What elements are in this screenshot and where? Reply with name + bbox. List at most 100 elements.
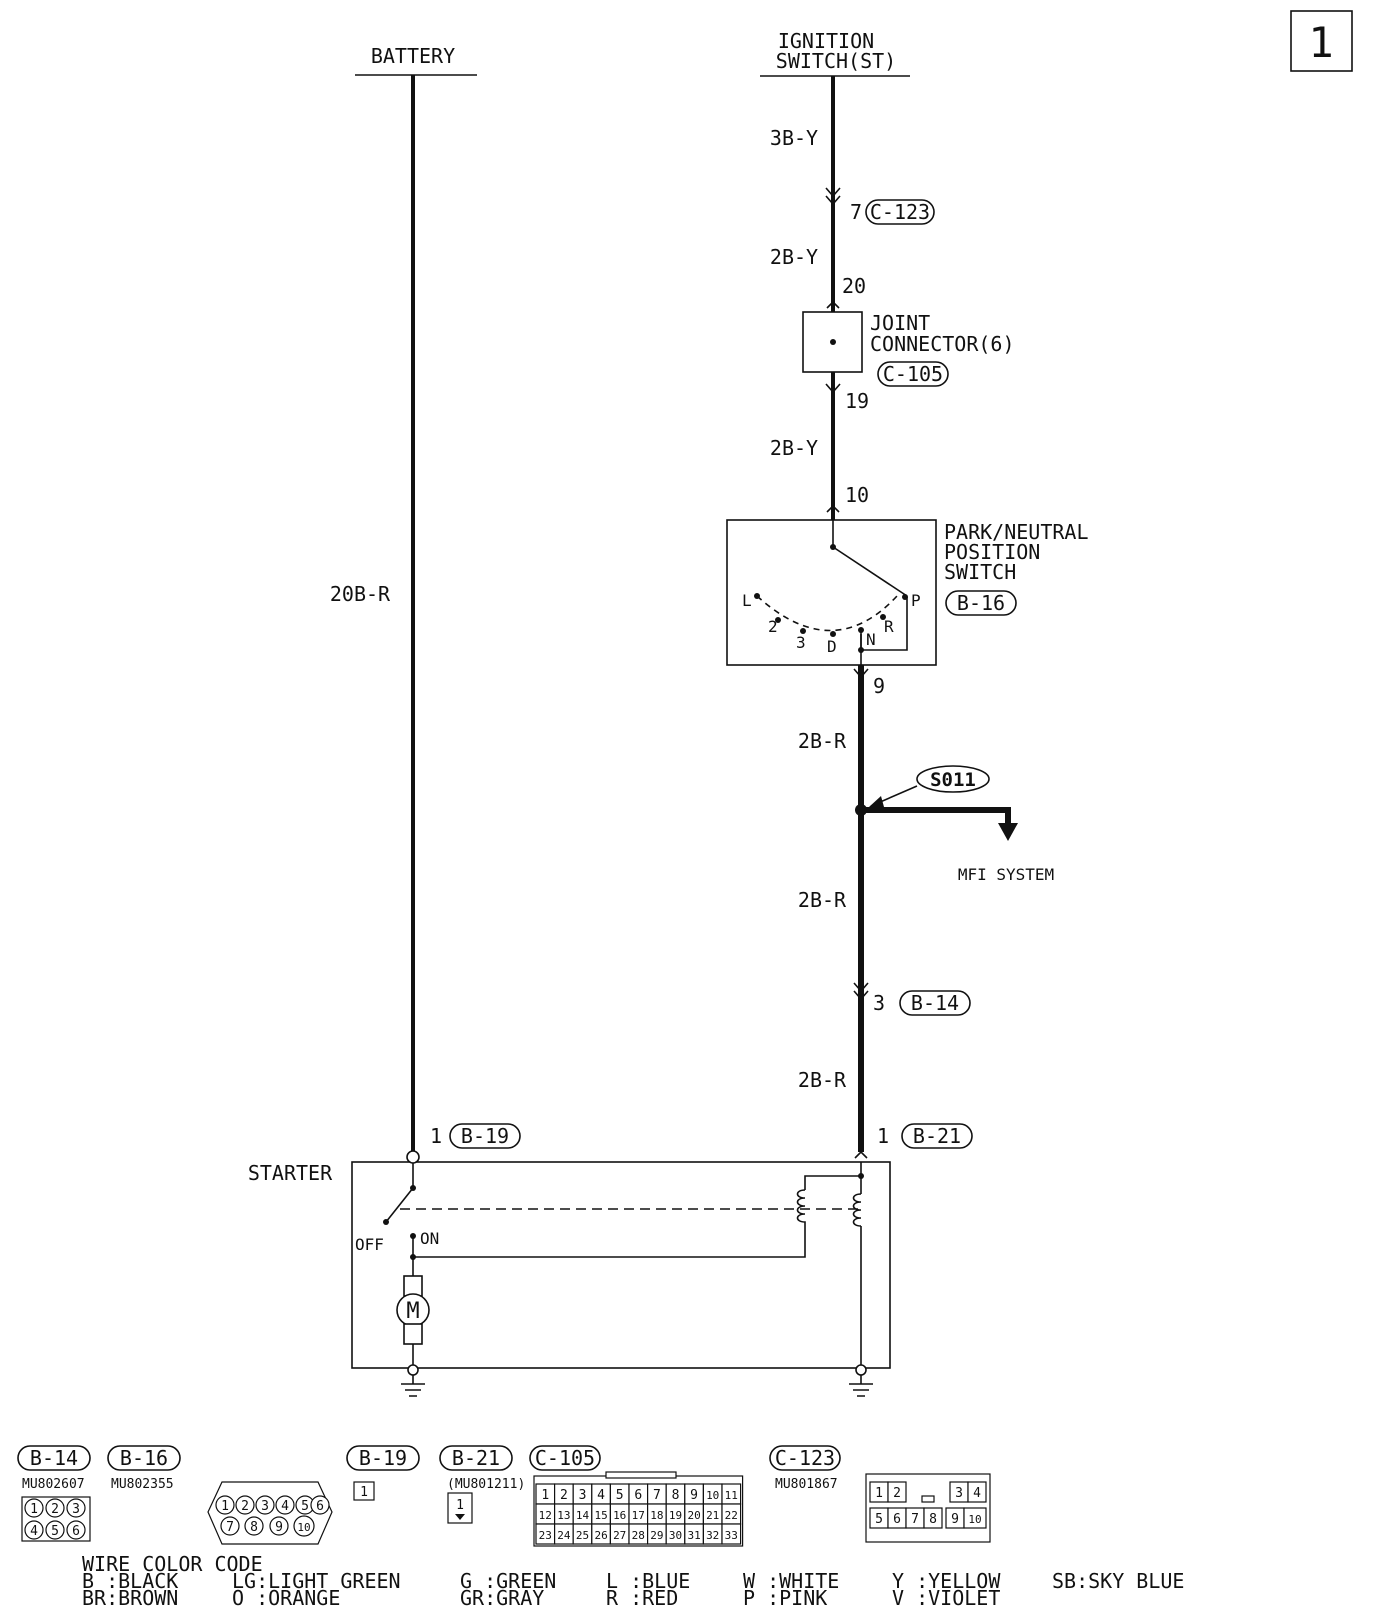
legend-b16-part: MU802355 [111,1477,174,1492]
b14-tag-text: B-14 [911,991,959,1015]
legend-b14-tag [17,1445,91,1471]
svg-text:3: 3 [72,1502,80,1517]
shift-label-3: 3 [796,633,806,652]
wcc-lg: LG:LIGHT GREEN [232,1569,401,1593]
motor-brush-bottom [403,1323,423,1345]
legend-b21-name: B-21 [452,1446,500,1470]
splice-s011-tag [916,765,990,793]
svg-text:10: 10 [297,1521,310,1534]
legend-c123-pinout: 1 2 3 4 5 6 7 8 9 10 [865,1473,991,1543]
legend-c105-tag [529,1445,601,1471]
pn-label-2: POSITION [944,540,1040,564]
c123-tag-text: C-123 [870,200,930,224]
pn-arrow-in-icon [826,504,840,513]
svg-text:26: 26 [594,1529,607,1542]
starter-coil-feed [804,1162,862,1190]
pn-chevron-out-icon [853,668,869,679]
legend-c105-name: C-105 [535,1446,595,1470]
joint-dot [830,339,836,345]
svg-text:1: 1 [360,1485,368,1500]
ignition-label-2: SWITCH(ST) [776,49,896,73]
svg-text:6: 6 [72,1524,80,1539]
legend-b14-name: B-14 [30,1446,78,1470]
svg-text:2: 2 [51,1502,59,1517]
svg-text:1: 1 [541,1488,549,1503]
starter-ground-terminal-left [407,1364,419,1376]
pn-label-1: PARK/NEUTRAL [944,520,1089,544]
svg-text:5: 5 [301,1499,309,1514]
legend-c123-tag [769,1445,841,1471]
legend-c123-part: MU801867 [775,1477,838,1492]
jc-chevron-out-icon [825,383,841,394]
svg-text:30: 30 [669,1529,682,1542]
legend-b14-pinout: 1 2 3 4 5 6 [21,1496,91,1542]
page-number: 1 [1308,18,1333,67]
wcc-sb: SB:SKY BLUE [1052,1569,1184,1593]
shift-label-p: P [911,591,921,610]
wcc-v: V :VIOLET [892,1586,1000,1608]
after-splice-wire-color: 2B-R [798,888,847,912]
hold-in-coil-icon [852,1193,862,1227]
shift-label-n: N [866,630,876,649]
svg-text:4: 4 [30,1524,38,1539]
svg-text:33: 33 [725,1529,738,1542]
svg-text:19: 19 [669,1509,682,1522]
svg-text:6: 6 [893,1512,901,1527]
legend-b16-name: B-16 [120,1446,168,1470]
wcc-g: G :GREEN [460,1569,556,1593]
pn-dot-n [858,627,864,633]
svg-text:8: 8 [929,1512,937,1527]
b21-tag-text: B-21 [913,1124,961,1148]
pn-dot-d [830,631,836,637]
wcc-y: Y :YELLOW [892,1569,1001,1593]
wcc-title: WIRE COLOR CODE [82,1552,263,1576]
legend-b14-part: MU802607 [22,1477,85,1492]
ground-icon-right [849,1375,873,1397]
wcc-l: L :BLUE [606,1569,690,1593]
svg-text:7: 7 [911,1512,919,1527]
legend-b19-pinout: 1 [353,1481,375,1501]
svg-text:27: 27 [613,1529,626,1542]
b21-arrow-icon [854,1150,868,1159]
svg-text:9: 9 [690,1488,698,1503]
ign-wire-color-2: 2B-Y [770,245,818,269]
b16-tag [945,590,1017,616]
wcc-w: W :WHITE [743,1569,839,1593]
svg-text:32: 32 [706,1529,719,1542]
svg-text:28: 28 [632,1529,645,1542]
pn-label-3: SWITCH [944,560,1016,584]
svg-text:9: 9 [275,1520,283,1535]
b21-pin: 1 [877,1124,889,1148]
svg-text:21: 21 [706,1509,719,1522]
c123-pin: 7 [850,200,862,224]
svg-text:24: 24 [557,1529,571,1542]
motor-brush-top [403,1275,423,1297]
joint-label-2: CONNECTOR(6) [870,332,1015,356]
svg-text:23: 23 [539,1529,552,1542]
svg-text:6: 6 [316,1499,324,1514]
legend-b16-tag [107,1445,181,1471]
starter-box [351,1161,891,1369]
jc-arrow-in-icon [826,300,840,309]
shift-label-d: D [827,637,837,656]
pull-in-coil-icon [796,1189,806,1228]
svg-text:12: 12 [539,1509,552,1522]
b14-pin: 3 [873,991,885,1015]
legend-b21-part: (MU801211) [447,1477,525,1492]
ignition-wire-color-1: 3B-Y [770,126,818,150]
pn-arc [756,595,898,632]
svg-text:18: 18 [650,1509,663,1522]
starter-switch-blade [385,1187,414,1223]
svg-text:8: 8 [672,1488,680,1503]
svg-text:2: 2 [560,1488,568,1503]
svg-text:5: 5 [616,1488,624,1503]
b19-tag-text: B-19 [461,1124,509,1148]
svg-text:13: 13 [557,1509,570,1522]
svg-text:8: 8 [250,1520,258,1535]
svg-text:11: 11 [725,1489,738,1502]
svg-text:4: 4 [597,1488,605,1503]
legend-c123-name: C-123 [775,1446,835,1470]
svg-text:3: 3 [955,1486,963,1501]
wcc-p: P :PINK [743,1586,827,1608]
